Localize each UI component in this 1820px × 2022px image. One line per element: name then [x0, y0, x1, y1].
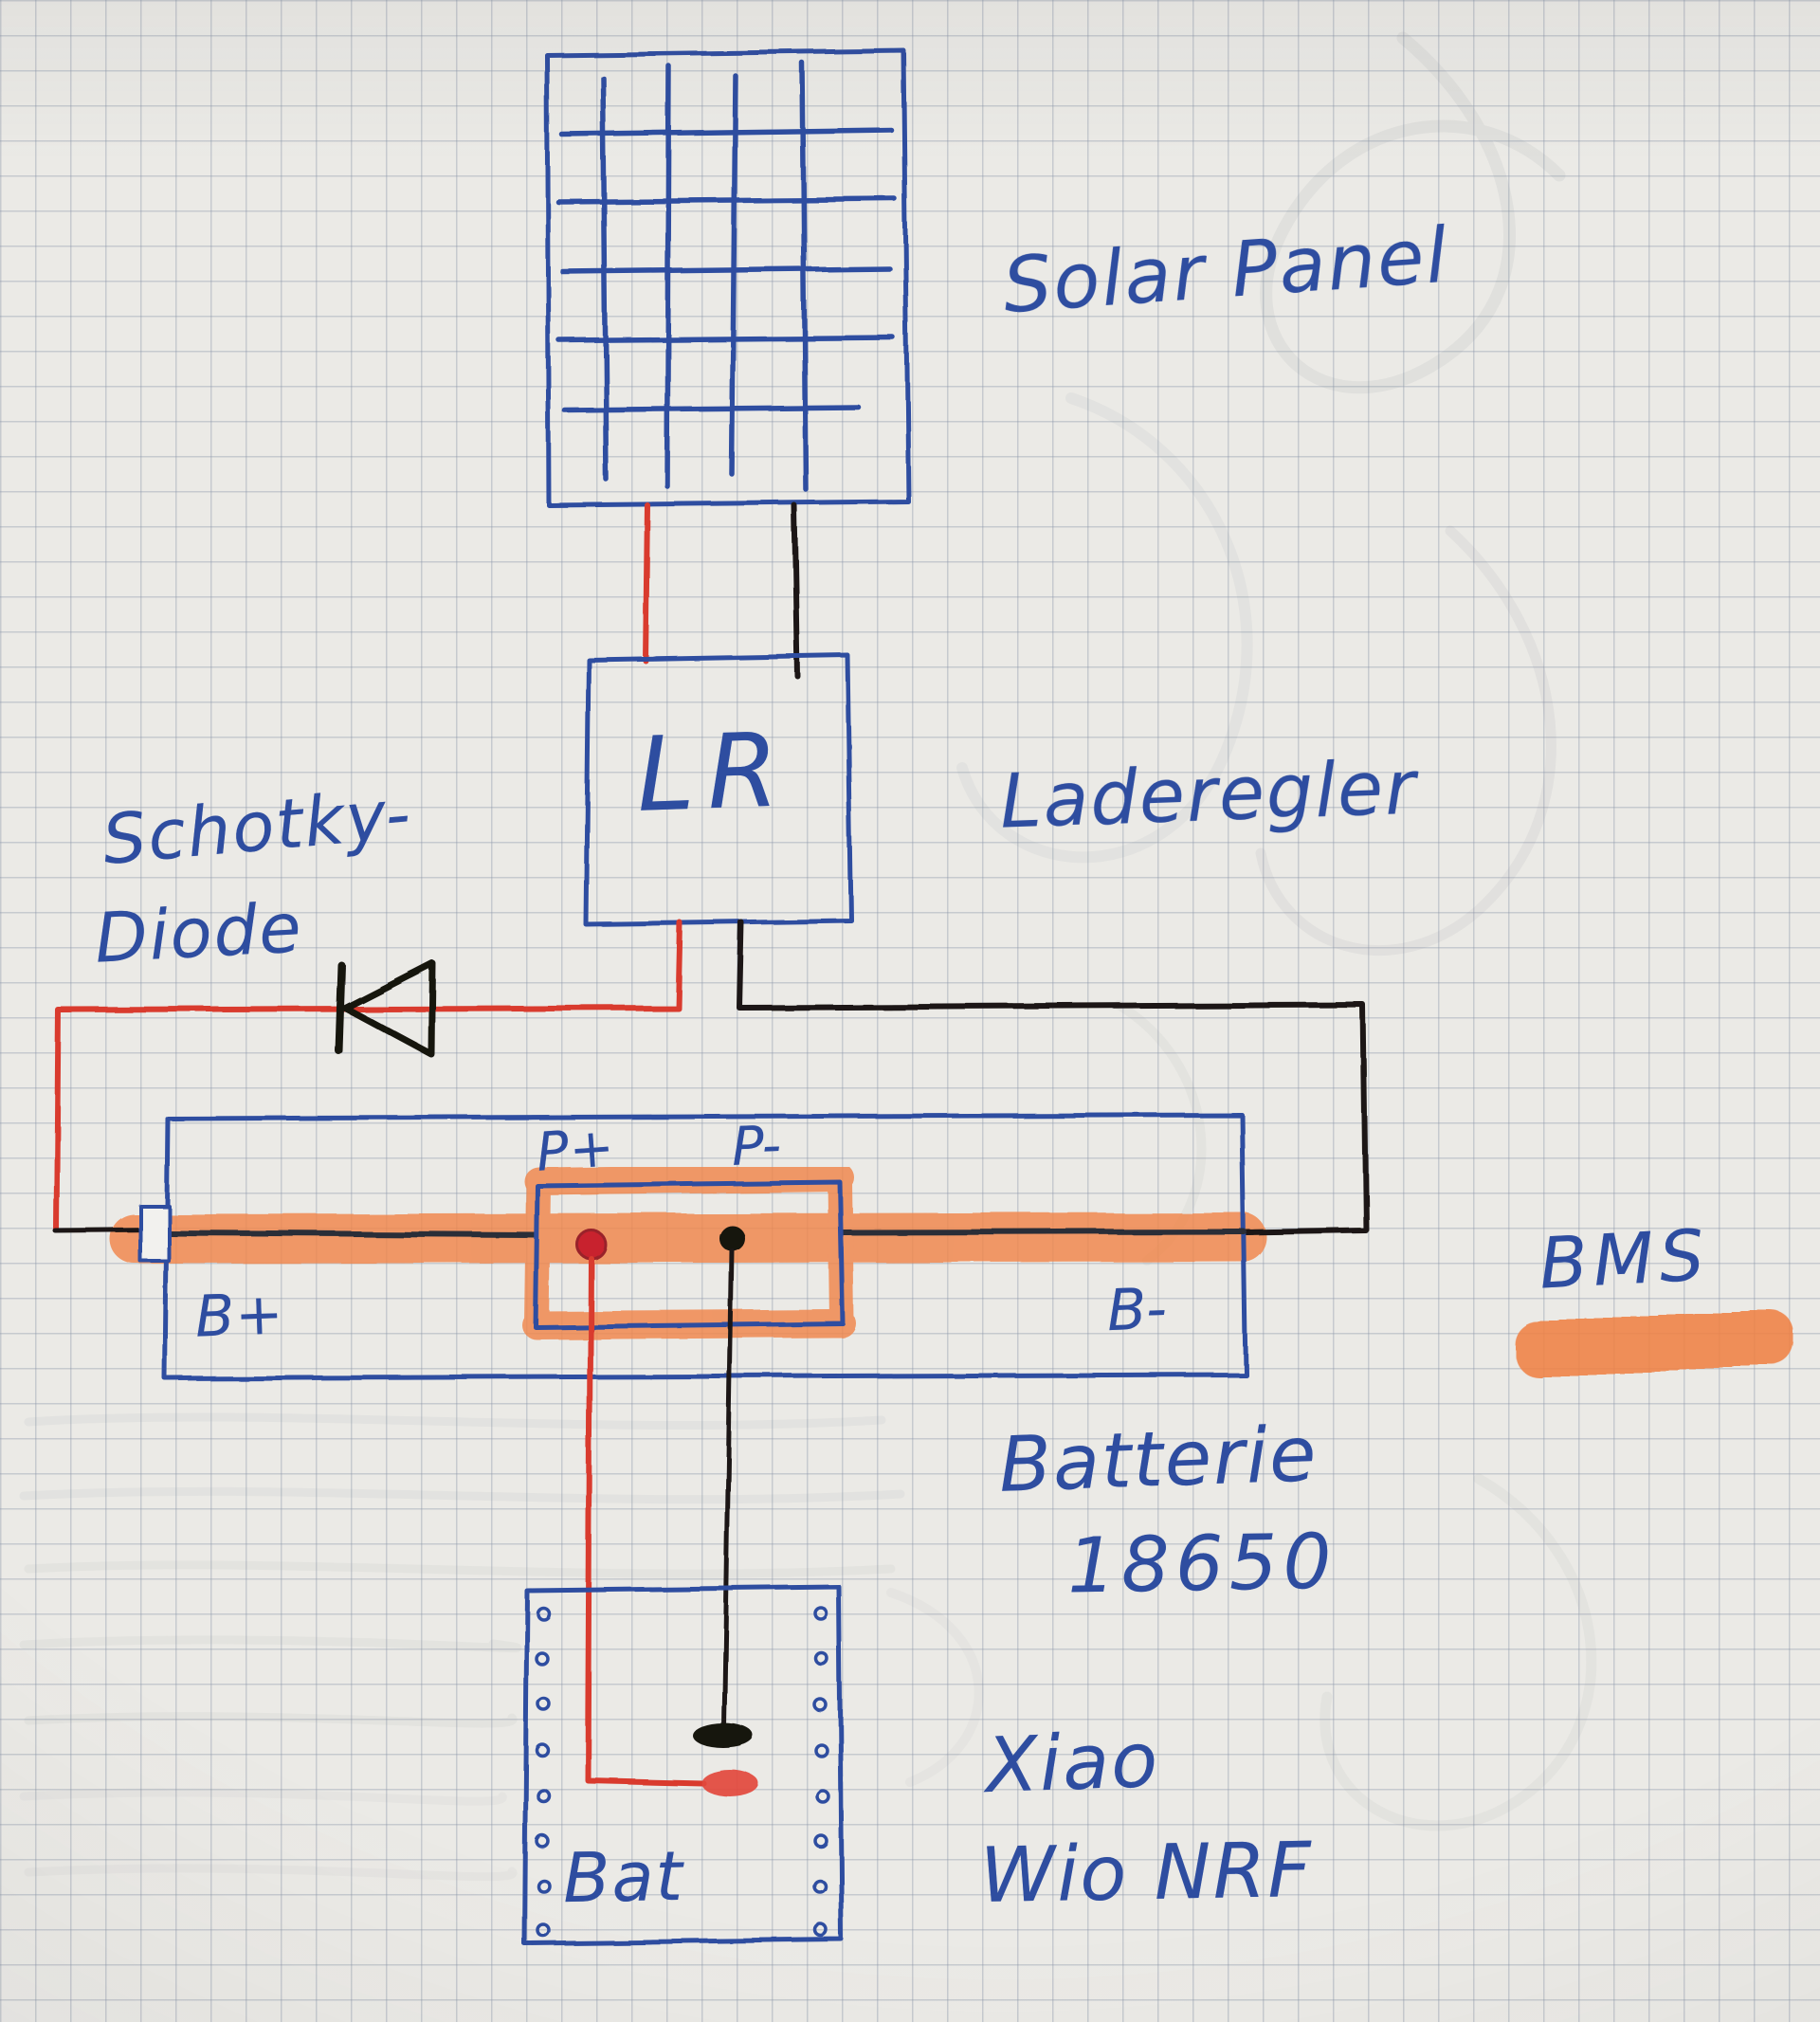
solar-panel-box	[544, 47, 911, 508]
mcu-pin-header-right	[812, 1606, 829, 1938]
bms-pad-box	[533, 1179, 846, 1330]
mcu-pin-header-left	[535, 1606, 552, 1938]
label-bms: BMS	[1537, 1214, 1712, 1305]
pencil-bleed-through	[19, 31, 1597, 1882]
label-bat-pin: Bat	[562, 1835, 685, 1919]
label-pad-p-minus: P-	[730, 1115, 784, 1178]
wire-red-solar-to-lr	[643, 502, 650, 664]
label-pad-p-plus: P+	[534, 1117, 617, 1184]
label-schottky-line2: Diode	[92, 887, 305, 978]
label-lr-box: LR	[634, 711, 794, 835]
bms-bus-right	[839, 1229, 1247, 1235]
wire-black-lr-to-bminus	[737, 920, 1369, 1235]
label-battery-model: 18650	[1066, 1517, 1338, 1611]
schottky-diode-symbol	[335, 959, 436, 1058]
label-laderegler: Laderegler	[998, 745, 1419, 846]
label-xiao: Xiao	[984, 1715, 1161, 1811]
solder-blob-red	[701, 1770, 758, 1796]
label-pad-b-minus: B-	[1105, 1275, 1169, 1345]
bms-box	[162, 1112, 1248, 1381]
pad-dot-p-plus	[574, 1228, 607, 1260]
charge-regulator-box	[583, 652, 854, 927]
wire-red-lr-to-bplus	[53, 920, 682, 1232]
bms-highlighter-band	[110, 1163, 1266, 1339]
wire-red-pplus-to-bat	[585, 1255, 706, 1786]
bplus-terminal-tab	[138, 1204, 171, 1263]
mcu-board-box	[521, 1584, 845, 1946]
pad-dot-p-minus	[719, 1225, 745, 1251]
wire-black-pminus-to-gnd	[721, 1248, 735, 1730]
wire-black-solar-to-lr	[792, 502, 800, 679]
solder-blob-black	[693, 1723, 754, 1748]
bms-highlighter-swatch	[1515, 1309, 1794, 1377]
label-pad-b-plus: B+	[193, 1281, 285, 1351]
label-batterie: Batterie	[997, 1410, 1320, 1509]
label-wio-nrf: Wio NRF	[979, 1825, 1314, 1921]
solar-panel-grid	[555, 60, 898, 492]
bms-bus-left	[166, 1230, 537, 1238]
